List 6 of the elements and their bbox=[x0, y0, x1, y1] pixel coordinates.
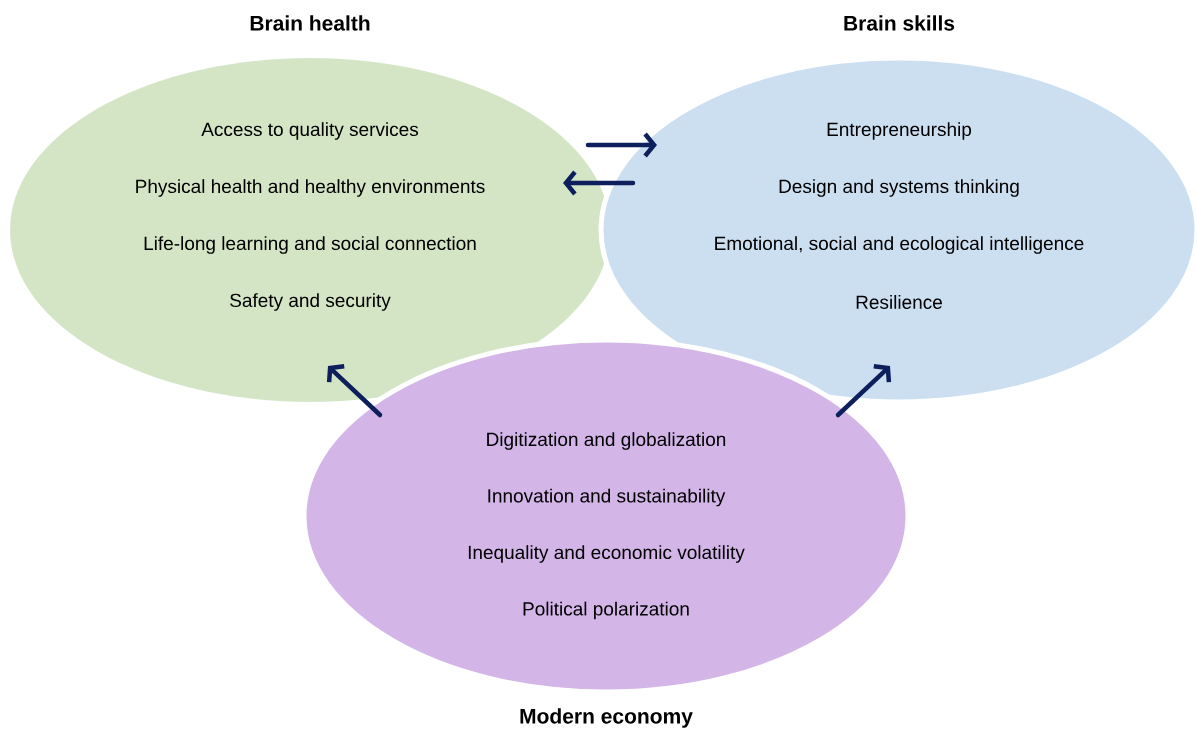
arrow bbox=[326, 363, 383, 418]
node-label: Brain health bbox=[250, 15, 370, 31]
node-label: Brain skills bbox=[844, 15, 955, 31]
arrow bbox=[835, 363, 892, 418]
node-label: Modern economy bbox=[520, 708, 693, 728]
arrow bbox=[585, 132, 657, 158]
